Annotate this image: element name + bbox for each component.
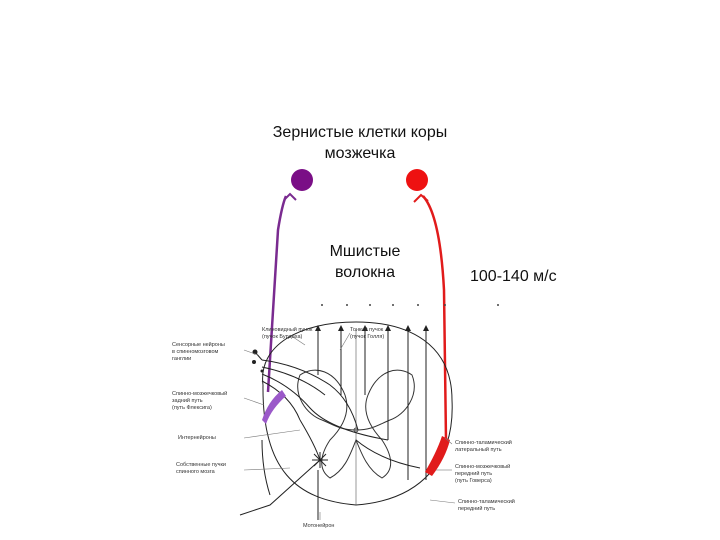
- label-motoneuron: Мотонейрон: [303, 522, 334, 529]
- mossy-fibers-label-line1: Мшистые: [329, 243, 401, 260]
- label-lateral-st-1: Спинно-таламический: [455, 439, 512, 446]
- spinal-cord-section: [261, 321, 453, 506]
- purple-granule-cell: [291, 169, 313, 191]
- red-pathway-arrowhead: [413, 193, 429, 203]
- leader-lines: [243, 332, 456, 520]
- label-proper-bundles-2: спинного мозга: [176, 469, 216, 475]
- label-lateral-st-2: латеральный путь: [455, 446, 502, 453]
- label-interneurons: Интернейроны: [178, 434, 216, 441]
- anterior-tract-highlight: [425, 436, 450, 476]
- label-thin-bundle-2: (пучок Голля): [350, 334, 384, 340]
- granule-cells-label: Зернистые клетки коры мозжечка: [240, 122, 480, 164]
- label-wedge-bundle-2: (пучок Бурдаха): [262, 334, 303, 340]
- posterior-tract-highlight: [262, 390, 286, 424]
- label-sensory-neurons-1: Сенсорные нейроны: [172, 341, 225, 348]
- label-anterior-st-2: передний путь: [458, 505, 495, 512]
- red-granule-cell: [406, 169, 428, 191]
- dorsal-root-ganglion-dots: [252, 349, 264, 373]
- label-proper-bundles-1: Собственные пучки: [176, 462, 226, 468]
- mossy-fibers-label: Мшистые волокна: [300, 241, 430, 283]
- dotted-markers: [321, 304, 499, 306]
- label-sensory-neurons-2: в спинномозговом: [172, 349, 219, 355]
- ascending-tract-arrows: [315, 325, 429, 480]
- label-wedge-bundle-1: Клиновидный пучок: [262, 326, 313, 333]
- red-pathway-line: [422, 195, 448, 441]
- label-posterior-sc-3: (путь Флексига): [172, 405, 212, 411]
- granule-cells-label-line2: мозжечка: [324, 145, 396, 162]
- mossy-fibers-label-line2: волокна: [334, 264, 395, 281]
- dorsal-root-fibers: [254, 351, 389, 441]
- label-anterior-sc-3: (путь Говерса): [455, 478, 492, 484]
- purple-pathway-arrowhead: [283, 192, 297, 201]
- conduction-speed-label: 100-140 м/с: [470, 268, 557, 285]
- label-posterior-sc-2: задний путь: [172, 397, 203, 404]
- label-sensory-neurons-3: ганглии: [172, 356, 191, 362]
- label-anterior-sc-2: передний путь: [455, 470, 492, 477]
- label-thin-bundle-1: Тонкий пучок: [350, 326, 384, 333]
- label-anterior-sc-1: Спинно-мозжечковый: [455, 463, 510, 470]
- lower-fibers: [239, 419, 421, 520]
- motoneuron-star: [312, 452, 328, 468]
- label-anterior-st-1: Спинно-таламический: [458, 498, 515, 505]
- granule-cells-label-line1: Зернистые клетки коры: [272, 124, 448, 141]
- label-posterior-sc-1: Спинно-мозжечковый: [172, 390, 227, 397]
